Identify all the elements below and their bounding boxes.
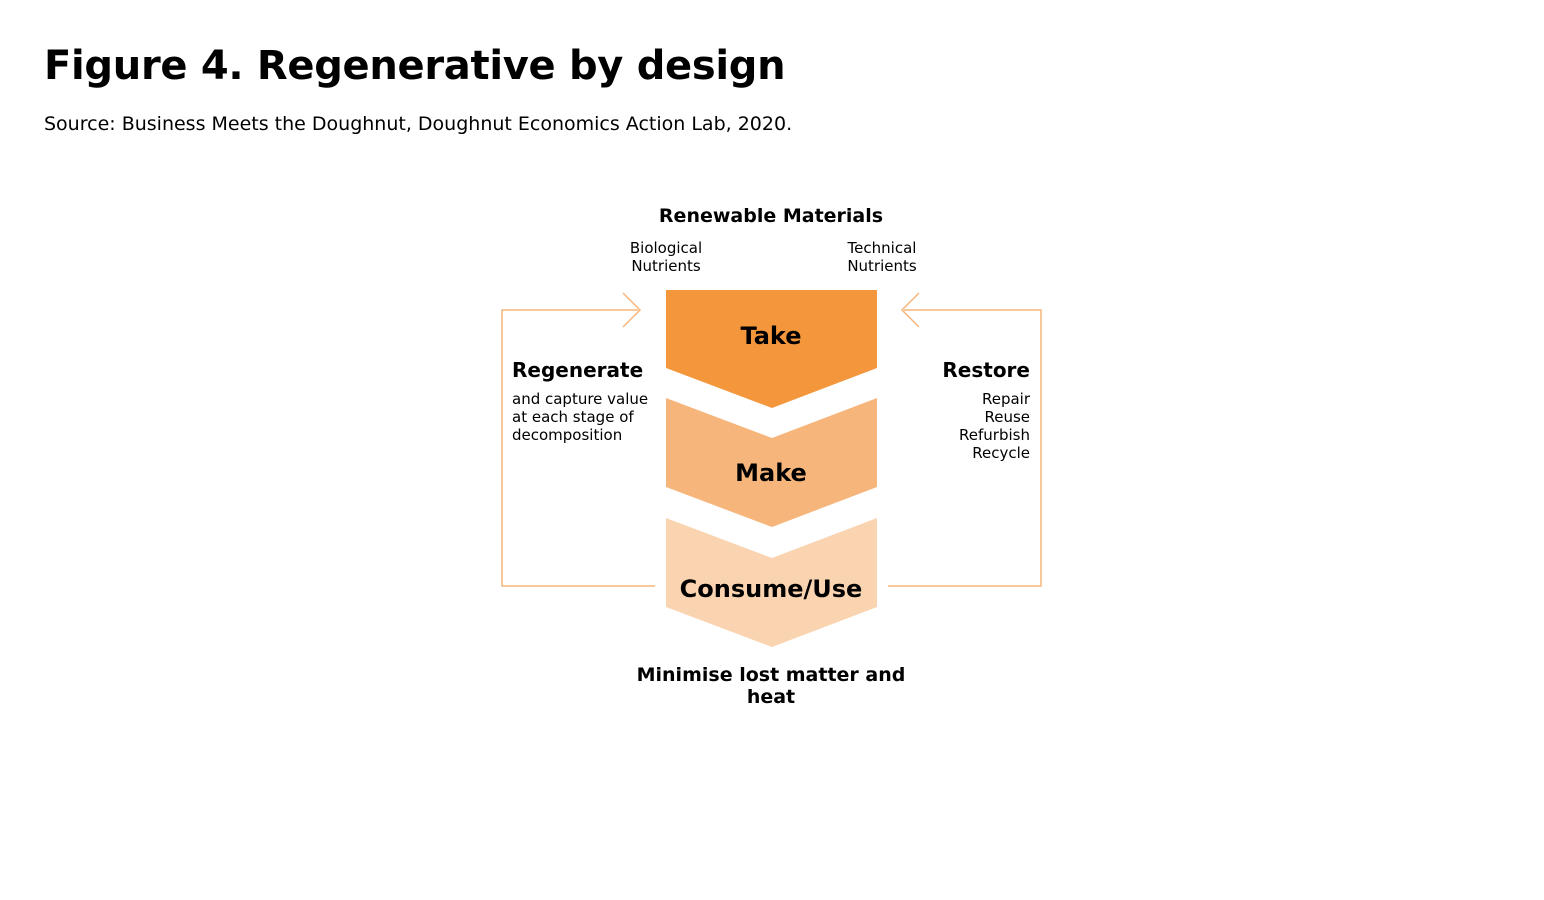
minimise-loss-caption-line-1: Minimise lost matter and [637, 664, 906, 686]
technical-nutrients-label-line-2: Nutrients [847, 257, 917, 275]
restore-heading: Restore [942, 358, 1030, 382]
figure-source: Source: Business Meets the Doughnut, Dou… [44, 113, 793, 135]
restore-loop-line [888, 309, 1042, 587]
consume-use-stage-chevron [666, 518, 877, 647]
regenerate-heading: Regenerate [512, 358, 643, 382]
regenerate-description-line-2: at each stage of [512, 408, 634, 426]
biological-nutrients-label-line-2: Nutrients [631, 257, 701, 275]
renewable-materials-heading: Renewable Materials [659, 205, 883, 227]
figure-title: Figure 4. Regenerative by design [44, 43, 786, 89]
restore-loop-arrowhead-icon [900, 292, 920, 328]
restore-item-repair: Repair [982, 390, 1031, 408]
minimise-loss-caption-line-2: heat [747, 686, 795, 708]
make-stage-label: Make [735, 459, 807, 487]
restore-item-refurbish: Refurbish [959, 426, 1030, 444]
regenerate-description-line-1: and capture value [512, 390, 648, 408]
restore-item-reuse: Reuse [984, 408, 1030, 426]
regenerate-description-line-3: decomposition [512, 426, 622, 444]
restore-item-recycle: Recycle [972, 444, 1030, 462]
biological-nutrients-label-line-1: Biological [630, 239, 702, 257]
technical-nutrients-label-line-1: Technical [847, 239, 917, 257]
take-stage-chevron [666, 290, 877, 408]
regenerate-loop-arrowhead-icon [622, 292, 642, 328]
consume-use-stage-label: Consume/Use [680, 575, 863, 603]
take-stage-label: Take [740, 322, 801, 350]
regenerate-loop-line [501, 309, 655, 587]
make-stage-chevron [666, 398, 877, 527]
